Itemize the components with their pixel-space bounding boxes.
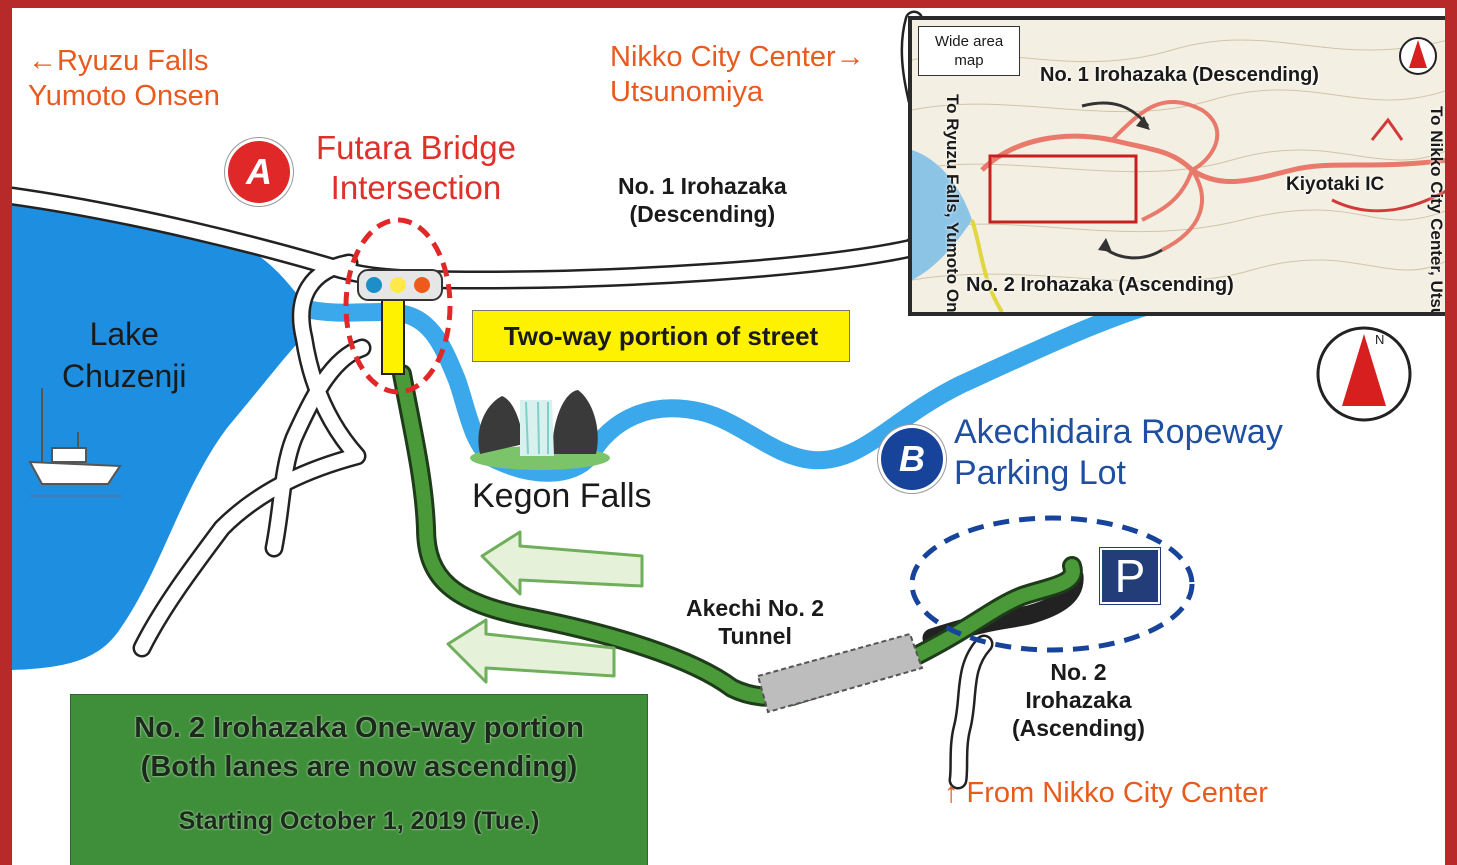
lake-chuzenji-shape [12,200,310,670]
boat-illustration [28,388,122,498]
main-map-graphic: N [12,10,1412,790]
two-way-road-segment [381,297,405,375]
lake-chuzenji-label: Lake Chuzenji [62,316,187,394]
akechidaira-label: Akechidaira Ropeway Parking Lot [954,413,1283,493]
wide-area-inset-map: Wide area map No. 1 Irohazaka (Descendin… [908,16,1445,316]
one-way-notice-text: No. 2 Irohazaka One-way portion (Both la… [134,712,584,784]
tunnel-label: Akechi No. 2 Tunnel [686,595,825,650]
north-arrow-icon: N [1316,326,1412,422]
one-way-start-date: Starting October 1, 2019 (Tue.) [178,807,540,835]
inset-irohazaka-1-label: No. 1 Irohazaka (Descending) [1040,64,1319,86]
map-frame: N ←Ryuzu Falls Yumoto Onsen Nikko City C… [12,8,1445,865]
futara-bridge-highlight [343,217,453,395]
kegon-falls-illustration [470,390,610,470]
one-way-notice-box: No. 2 Irohazaka One-way portion (Both la… [70,694,648,865]
east-destinations-label: Nikko City Center→ Utsunomiya [610,41,865,109]
irohazaka-2-label: No. 2 Irohazaka (Ascending) [1012,659,1145,742]
futara-bridge-label: Futara Bridge Intersection [316,129,516,207]
ascending-direction-arrows [446,530,644,684]
from-nikko-label: ↑ From Nikko City Center [944,777,1268,809]
inset-irohazaka-2-label: No. 2 Irohazaka (Ascending) [966,274,1234,296]
marker-b-badge: B [881,428,943,490]
inset-to-east-label: To Nikko City Center, Utsunomiya [1427,106,1445,316]
marker-a-badge: A [228,141,290,203]
akechi-tunnel [756,632,924,714]
kegon-falls-label: Kegon Falls [472,477,652,515]
irohazaka-1-label: No. 1 Irohazaka (Descending) [618,173,787,228]
wide-area-map-title: Wide area map [918,26,1020,76]
two-way-portion-label: Two-way portion of street [472,310,850,362]
daiya-river [293,299,1151,482]
parking-icon: P [1099,547,1161,605]
inset-map-graphic [912,37,1445,312]
svg-text:N: N [1375,332,1384,347]
west-destinations-label: ←Ryuzu Falls Yumoto Onsen [28,45,220,113]
inset-kiyotaki-label: Kiyotaki IC [1286,174,1385,195]
inset-to-west-label: To Ryuzu Falls, Yumoto Onsen [943,94,962,316]
parking-lot-highlight [909,515,1195,653]
